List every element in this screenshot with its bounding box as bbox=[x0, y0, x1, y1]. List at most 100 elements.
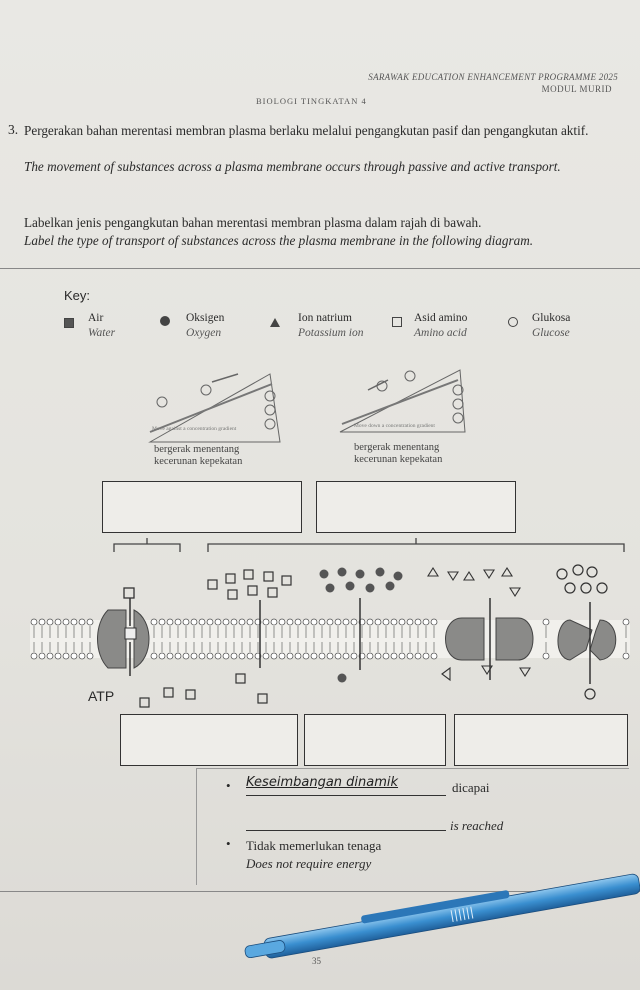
phospholipid-head bbox=[318, 618, 326, 626]
answer-box-active[interactable] bbox=[102, 481, 302, 533]
against-gradient-caption: Move against a concentration gradient bbox=[152, 426, 237, 432]
arrow-icon bbox=[367, 379, 389, 391]
phospholipid-head bbox=[350, 618, 358, 626]
phospholipid-head bbox=[30, 652, 38, 660]
key-label-en: Glucose bbox=[532, 327, 570, 339]
key-item-ion: Ion natrium Potassium ion bbox=[298, 311, 364, 341]
down-gradient-ms-2: kecerunan kepekatan bbox=[354, 454, 443, 465]
phospholipid-head bbox=[286, 652, 294, 660]
phospholipid-head bbox=[246, 618, 254, 626]
answer-box-facilitated-diffusion[interactable] bbox=[454, 714, 628, 766]
reached-ms: dicapai bbox=[452, 780, 490, 795]
ion-molecules bbox=[427, 566, 531, 682]
carrier-amino-acid bbox=[124, 627, 137, 640]
key-label-ms: Air bbox=[88, 312, 104, 324]
phospholipid-head bbox=[150, 652, 158, 660]
ball-icon bbox=[404, 370, 416, 382]
bullet-icon: • bbox=[226, 778, 231, 793]
phospholipid-head bbox=[422, 652, 430, 660]
phospholipid-head bbox=[286, 618, 294, 626]
phospholipid-head bbox=[406, 618, 414, 626]
phospholipid-head bbox=[206, 652, 214, 660]
phospholipid-head bbox=[430, 618, 438, 626]
phospholipid-head bbox=[542, 652, 550, 660]
phospholipid-head bbox=[366, 618, 374, 626]
phospholipid-head bbox=[294, 618, 302, 626]
answer-box-passive[interactable] bbox=[316, 481, 516, 533]
phospholipid-head bbox=[182, 618, 190, 626]
glucose-molecules bbox=[556, 564, 608, 700]
answer-box-simple-diffusion[interactable] bbox=[120, 714, 298, 766]
key-title: Key: bbox=[64, 288, 91, 303]
phospholipid-head bbox=[190, 618, 198, 626]
pen-object bbox=[244, 873, 640, 959]
ball-icon bbox=[452, 384, 464, 396]
phospholipid-head bbox=[622, 652, 630, 660]
phospholipid-head bbox=[278, 618, 286, 626]
phospholipid-head bbox=[382, 618, 390, 626]
ball-icon bbox=[264, 404, 276, 416]
phospholipid-head bbox=[310, 652, 318, 660]
phospholipid-head bbox=[198, 652, 206, 660]
key-label-en: Potassium ion bbox=[298, 327, 364, 339]
page-number: 35 bbox=[312, 956, 321, 966]
instruction-en: Label the type of transport of substance… bbox=[24, 233, 534, 248]
phospholipid-head bbox=[326, 618, 334, 626]
answer-box-osmosis[interactable] bbox=[304, 714, 446, 766]
phospholipid-head bbox=[158, 618, 166, 626]
phospholipid-head bbox=[30, 618, 38, 626]
phospholipid-head bbox=[238, 652, 246, 660]
phospholipid-head bbox=[398, 618, 406, 626]
phospholipid-head bbox=[158, 652, 166, 660]
phospholipid-head bbox=[422, 618, 430, 626]
key-item-oxygen: Oksigen Oxygen bbox=[186, 311, 224, 341]
brackets bbox=[113, 538, 625, 552]
phospholipid-head bbox=[542, 618, 550, 626]
key-item-water: Air Water bbox=[88, 311, 115, 341]
diagram-frame bbox=[0, 268, 640, 892]
left-bracket bbox=[113, 543, 181, 552]
phospholipid-head bbox=[318, 652, 326, 660]
phospholipid-head bbox=[414, 618, 422, 626]
reached-en: is reached bbox=[450, 818, 504, 833]
ion-triangle-icon bbox=[270, 318, 280, 327]
plasma-membrane-diagram bbox=[30, 564, 630, 708]
glucose-carrier-left bbox=[557, 619, 593, 661]
downhill-slope bbox=[341, 379, 459, 425]
key-label-ms: Asid amino bbox=[414, 312, 468, 324]
water-square-icon bbox=[64, 318, 74, 328]
phospholipid-head bbox=[62, 618, 70, 626]
question-statement-en: The movement of substances across a plas… bbox=[24, 159, 561, 174]
atp-products bbox=[139, 687, 196, 708]
gradient-illustrations bbox=[148, 369, 466, 443]
phospholipid-head bbox=[190, 652, 198, 660]
against-gradient-ms-2: kecerunan kepekatan bbox=[154, 456, 243, 467]
right-bracket bbox=[207, 543, 625, 552]
uphill-slope bbox=[149, 383, 273, 433]
key-label-en: Amino acid bbox=[414, 327, 467, 339]
instruction-ms: Labelkan jenis pengangkutan bahan merent… bbox=[24, 215, 482, 230]
phospholipid-head bbox=[398, 652, 406, 660]
phospholipid-head bbox=[246, 652, 254, 660]
atp-label: ATP bbox=[88, 688, 115, 704]
amino-acid-icon bbox=[123, 587, 135, 599]
phospholipid-head bbox=[310, 618, 318, 626]
amino-acid-square-icon bbox=[392, 317, 402, 327]
channel-protein-left bbox=[445, 617, 485, 661]
phospholipid-head bbox=[54, 652, 62, 660]
ball-icon bbox=[156, 396, 168, 408]
phospholipid-head bbox=[70, 618, 78, 626]
phospholipid-head bbox=[78, 652, 86, 660]
down-gradient-caption: Move down a concentration gradient bbox=[354, 423, 435, 429]
phospholipid-head bbox=[350, 652, 358, 660]
phospholipid-head bbox=[166, 618, 174, 626]
phospholipid-head bbox=[78, 618, 86, 626]
phospholipid-head bbox=[414, 652, 422, 660]
arrow-icon bbox=[211, 373, 239, 383]
key-label-en: Water bbox=[88, 327, 116, 339]
phospholipid-head bbox=[278, 652, 286, 660]
phospholipid-head bbox=[342, 652, 350, 660]
key-label-ms: Glukosa bbox=[532, 312, 571, 324]
key-label-en: Oxygen bbox=[186, 327, 222, 339]
